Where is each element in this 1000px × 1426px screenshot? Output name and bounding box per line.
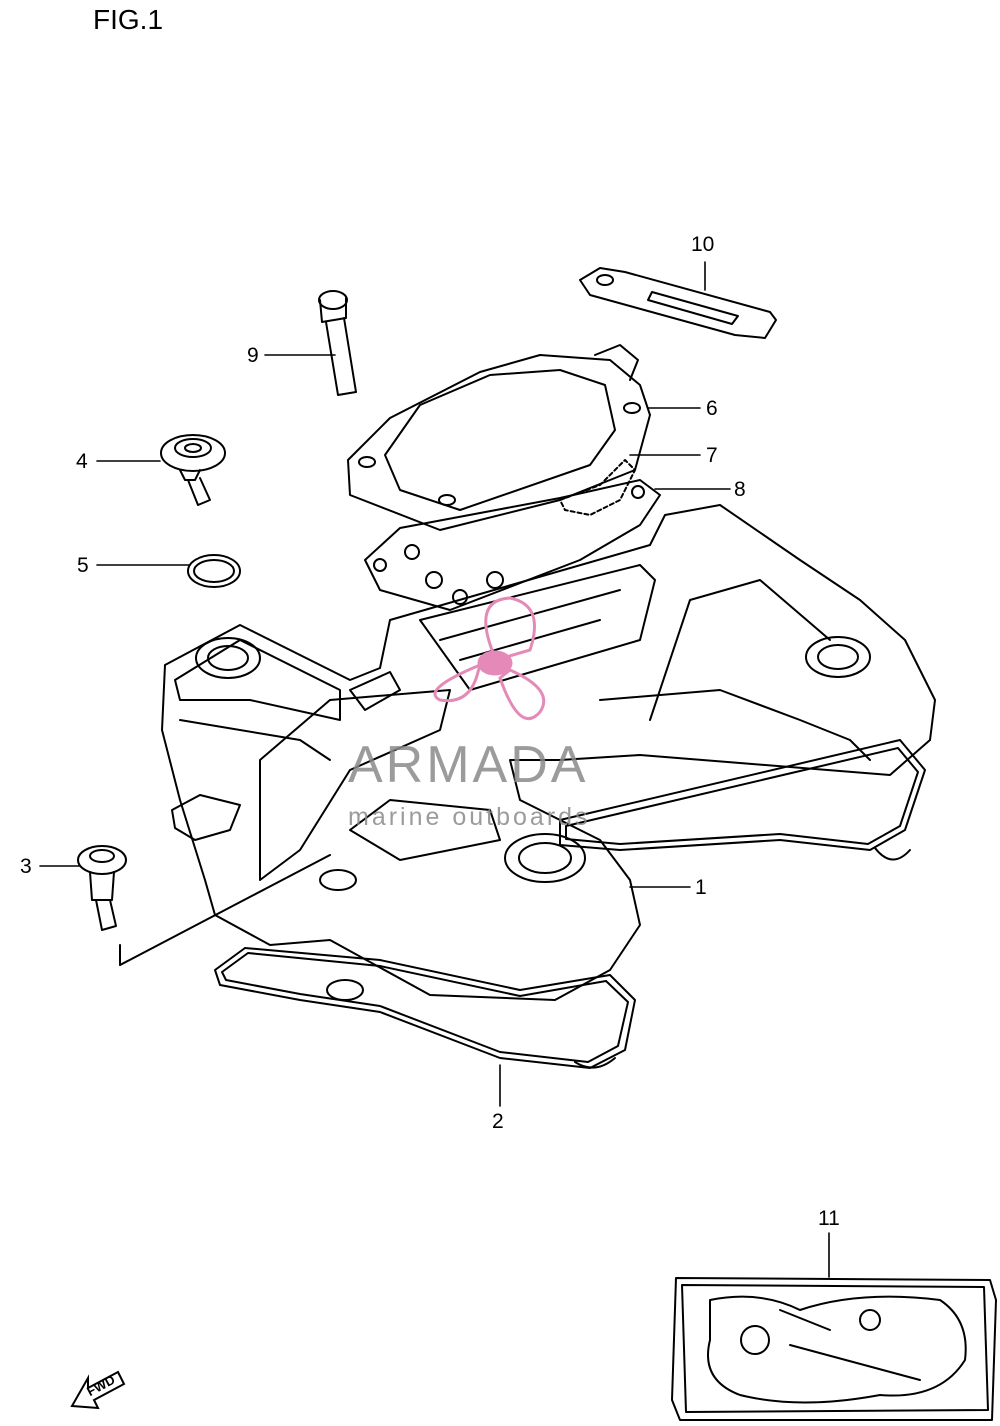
watermark-brand: ARMADA [348,736,589,794]
callout-11: 11 [818,1207,840,1230]
callout-8: 8 [734,478,746,501]
bracket-part-10 [579,267,777,339]
armada-logo-icon [433,596,546,720]
bolt-part-3 [77,845,331,966]
figure-title: FIG.1 [93,4,164,35]
callout-3: 3 [20,855,32,878]
breather-cover-part-6 [347,344,651,531]
o-ring-part-5 [187,554,241,588]
callout-1: 1 [695,876,707,899]
gasket-kit-part-11 [671,1277,997,1421]
cylinder-head-cover-part-1 [161,504,936,1001]
callout-2: 2 [492,1110,504,1133]
callout-9: 9 [247,344,259,367]
watermark-tagline: marine outboards [348,803,591,831]
leader-lines [39,261,830,1278]
callout-7: 7 [706,444,718,467]
gasket-part-8 [364,479,661,611]
forward-arrow-icon [70,1370,126,1410]
bolt-part-4 [160,434,226,506]
callout-6: 6 [706,397,718,420]
callout-10: 10 [691,233,715,256]
callout-4: 4 [76,450,88,473]
plate-part-7 [559,459,636,516]
callout-5: 5 [77,554,89,577]
bolt-part-9 [318,290,357,396]
